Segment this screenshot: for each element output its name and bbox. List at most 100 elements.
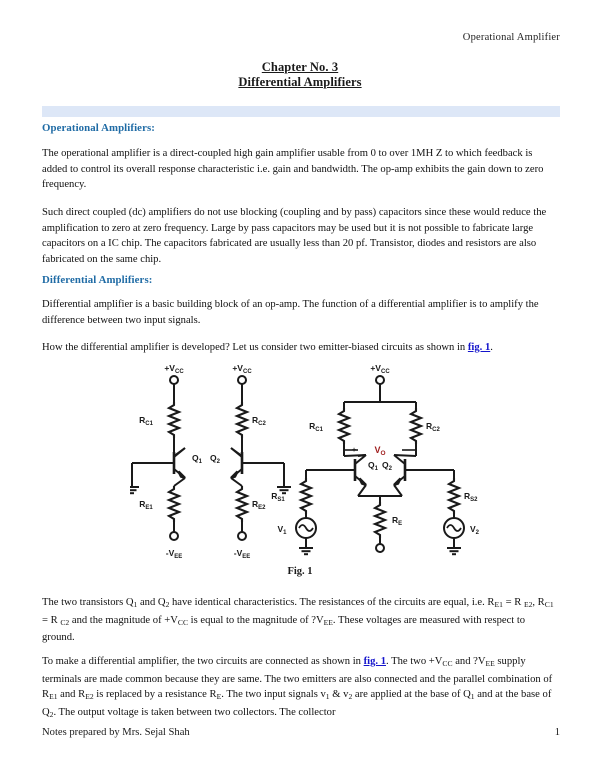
text-frag: supply terminals are made common because… bbox=[42, 656, 553, 701]
text-sub: EE bbox=[485, 659, 495, 668]
text-sub: E bbox=[216, 692, 222, 702]
resistor-re1-left bbox=[167, 484, 181, 524]
text-frag: . The output voltage is taken between tw… bbox=[53, 706, 336, 718]
label-re1-left: RE1 bbox=[139, 499, 153, 511]
label-vo-plus: + bbox=[352, 447, 356, 454]
text-frag: . The two input signals v bbox=[221, 689, 326, 701]
circuit-left-emitter-biased bbox=[130, 375, 187, 541]
paragraph-after-figure: The two transistors Q1 and Q2 have ident… bbox=[42, 595, 560, 646]
terminal-vcc-left bbox=[169, 375, 179, 385]
label-rs1: RS1 bbox=[271, 491, 285, 503]
title-line-1: Chapter No. 3 bbox=[261, 60, 339, 74]
text-frag: and ?V bbox=[452, 656, 486, 667]
text-sub: EE bbox=[323, 617, 333, 627]
label-rc1-right: RC1 bbox=[309, 421, 323, 433]
text-frag: is replaced by a resistance R bbox=[93, 689, 217, 701]
resistor-rs1 bbox=[299, 476, 313, 516]
label-v1: V1 bbox=[277, 524, 287, 536]
text-sub: CC bbox=[177, 617, 189, 627]
resistor-rc2-middle bbox=[235, 400, 249, 440]
label-vcc-right: +VCC bbox=[370, 363, 390, 375]
heading-operational-amplifiers: Operational Amplifiers: bbox=[42, 122, 155, 134]
text-frag: is equal to the magnitude of ?V bbox=[188, 614, 324, 626]
text-sub: CC bbox=[442, 659, 453, 668]
terminal-vcc-right bbox=[375, 375, 385, 385]
text-sub: E2 bbox=[523, 600, 533, 609]
section-band bbox=[42, 106, 560, 117]
label-vee-left: -VEE bbox=[166, 548, 183, 560]
text-frag: = R bbox=[502, 597, 524, 608]
text-frag: have identical characteristics. The resi… bbox=[169, 597, 495, 608]
figure-caption: Fig. 1 bbox=[287, 566, 313, 577]
text-sub: 1 bbox=[325, 692, 330, 702]
text-frag: & v bbox=[329, 689, 349, 701]
label-vee-middle: -VEE bbox=[234, 548, 251, 560]
transistor-q2-middle bbox=[229, 446, 253, 480]
paragraph-final: To make a differential amplifier, the tw… bbox=[42, 654, 560, 722]
label-q1-right: Q1 bbox=[368, 460, 379, 472]
footer-note: Notes prepared by Mrs. Sejal Shah bbox=[42, 727, 190, 738]
label-rc1-left: RC1 bbox=[139, 415, 153, 427]
figure-circuit-diagram: +VCC RC1 Q1 RE1 -VEE +VCC bbox=[130, 360, 490, 560]
paragraph-opamp-1: The operational amplifier is a direct-co… bbox=[42, 148, 544, 191]
resistor-rs2 bbox=[447, 476, 461, 516]
running-header: Operational Amplifier bbox=[462, 32, 560, 43]
text-frag: and at the base of Q bbox=[42, 689, 552, 718]
label-vcc-middle: +VCC bbox=[232, 363, 252, 375]
figure-1-link-bottom[interactable]: fig. 1 bbox=[363, 656, 387, 667]
text-frag: and the magnitude of +V bbox=[69, 614, 178, 626]
label-q2-right: Q2 bbox=[382, 460, 393, 472]
text-frag: and R bbox=[57, 689, 86, 701]
ground-v2 bbox=[446, 547, 462, 556]
text-frag: , R bbox=[532, 597, 545, 608]
text-sub: 1 bbox=[470, 692, 475, 702]
text-frag: = R bbox=[42, 614, 61, 626]
figure-1-link-top[interactable]: fig. 1 bbox=[467, 342, 491, 353]
ground-v1 bbox=[298, 547, 314, 556]
circuit-right-differential-pair bbox=[295, 375, 465, 556]
transistor-q2-right bbox=[392, 453, 416, 487]
text-frag: To make a differential amplifier, the tw… bbox=[42, 656, 364, 667]
text-sub: C1 bbox=[544, 600, 554, 609]
text-sub: 1 bbox=[133, 600, 138, 609]
paragraph-diffamp-1: Differential amplifier is a basic buildi… bbox=[42, 299, 539, 326]
terminal-vee-right bbox=[375, 543, 385, 553]
text-sub: 2 bbox=[165, 600, 170, 609]
resistor-rc1-right bbox=[337, 406, 351, 446]
label-vo-output: VO bbox=[374, 445, 385, 457]
label-q1-left: Q1 bbox=[192, 453, 203, 465]
transistor-q1-right bbox=[344, 453, 368, 487]
label-vo-minus: - bbox=[406, 447, 409, 454]
title-line-2: Differential Amplifiers bbox=[238, 75, 362, 89]
paragraph-diffamp-2: How the differential amplifier is develo… bbox=[42, 340, 560, 356]
resistor-rc2-right bbox=[409, 406, 423, 446]
circuit-schematic-svg: +VCC RC1 Q1 RE1 -VEE +VCC bbox=[130, 363, 480, 560]
page-title: Chapter No. 3 Differential Amplifiers bbox=[0, 60, 600, 90]
transistor-q1-left bbox=[163, 446, 187, 480]
text-sub: C2 bbox=[60, 617, 70, 627]
label-rs2: RS2 bbox=[464, 491, 478, 503]
label-re-right: RE bbox=[392, 515, 402, 527]
text-sub: E1 bbox=[494, 600, 503, 609]
label-v2: V2 bbox=[470, 524, 480, 536]
label-re2-middle: RE2 bbox=[252, 499, 266, 511]
footer-page-number: 1 bbox=[554, 727, 560, 738]
terminal-vcc-middle bbox=[237, 375, 247, 385]
text-sub: 2 bbox=[49, 709, 54, 719]
terminal-vee-middle bbox=[237, 531, 247, 541]
terminal-vee-left bbox=[169, 531, 179, 541]
heading-differential-amplifiers: Differential Amplifiers: bbox=[42, 274, 153, 286]
text-frag: The two transistors Q bbox=[42, 597, 134, 608]
text-sub: E2 bbox=[85, 692, 94, 702]
paragraph-opamp-2: Such direct coupled (dc) amplifiers do n… bbox=[42, 207, 547, 265]
label-rc2-right: RC2 bbox=[426, 421, 440, 433]
text-sub: 2 bbox=[348, 692, 353, 702]
ground-left-base bbox=[130, 486, 140, 495]
resistor-re2-middle bbox=[235, 484, 249, 524]
label-rc2-middle: RC2 bbox=[252, 415, 266, 427]
text-frag: . These voltages are measured with respe… bbox=[42, 614, 526, 644]
paragraph-diffamp-2-text-after: . bbox=[490, 342, 493, 353]
text-sub: E1 bbox=[49, 692, 58, 702]
text-frag: and Q bbox=[137, 597, 166, 608]
